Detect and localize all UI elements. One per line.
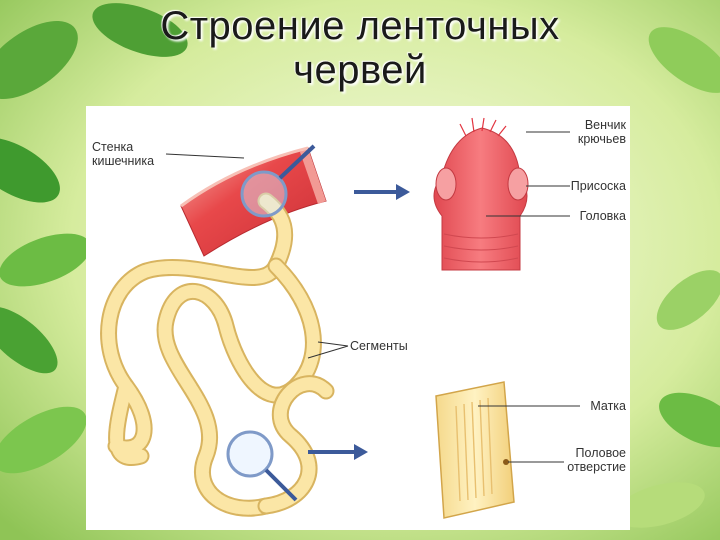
title-line-2: червей	[293, 48, 427, 92]
magnifier-segment-icon	[226, 430, 298, 502]
label-genital-pore-line2: отверстие	[567, 460, 626, 474]
label-hooks-crown: Венчик крючьев	[572, 118, 626, 146]
diagram-panel: Стенка кишечника Венчик крючьев Присоска…	[86, 106, 630, 530]
page-title: Строение ленточных червей	[60, 4, 660, 92]
label-intestine-wall-line1: Стенка	[92, 140, 134, 154]
intestine-wall	[180, 146, 327, 257]
tapeworm-body	[100, 192, 335, 517]
arrow-to-head-icon	[354, 184, 410, 200]
label-intestine-wall: Стенка кишечника	[92, 140, 154, 168]
arrow-to-proglottid-icon	[308, 444, 368, 460]
genital-pore-dot	[503, 459, 509, 465]
scolex-head	[433, 117, 529, 271]
label-hooks-crown-line2: крючьев	[577, 132, 626, 146]
label-head: Головка	[579, 209, 626, 223]
label-hooks-crown-line1: Венчик	[584, 118, 626, 132]
magnifier-head-icon	[240, 144, 316, 218]
label-segments: Сегменты	[350, 339, 408, 353]
label-uterus: Матка	[590, 399, 626, 413]
label-genital-pore: Половое отверстие	[556, 446, 626, 474]
leader-lines	[165, 131, 580, 463]
proglottid-segment	[435, 381, 515, 519]
tapeworm-diagram	[100, 117, 580, 519]
label-sucker: Присоска	[570, 179, 626, 193]
title-line-1: Строение ленточных	[160, 4, 560, 48]
label-genital-pore-line1: Половое	[575, 446, 626, 460]
label-intestine-wall-line2: кишечника	[92, 154, 155, 168]
